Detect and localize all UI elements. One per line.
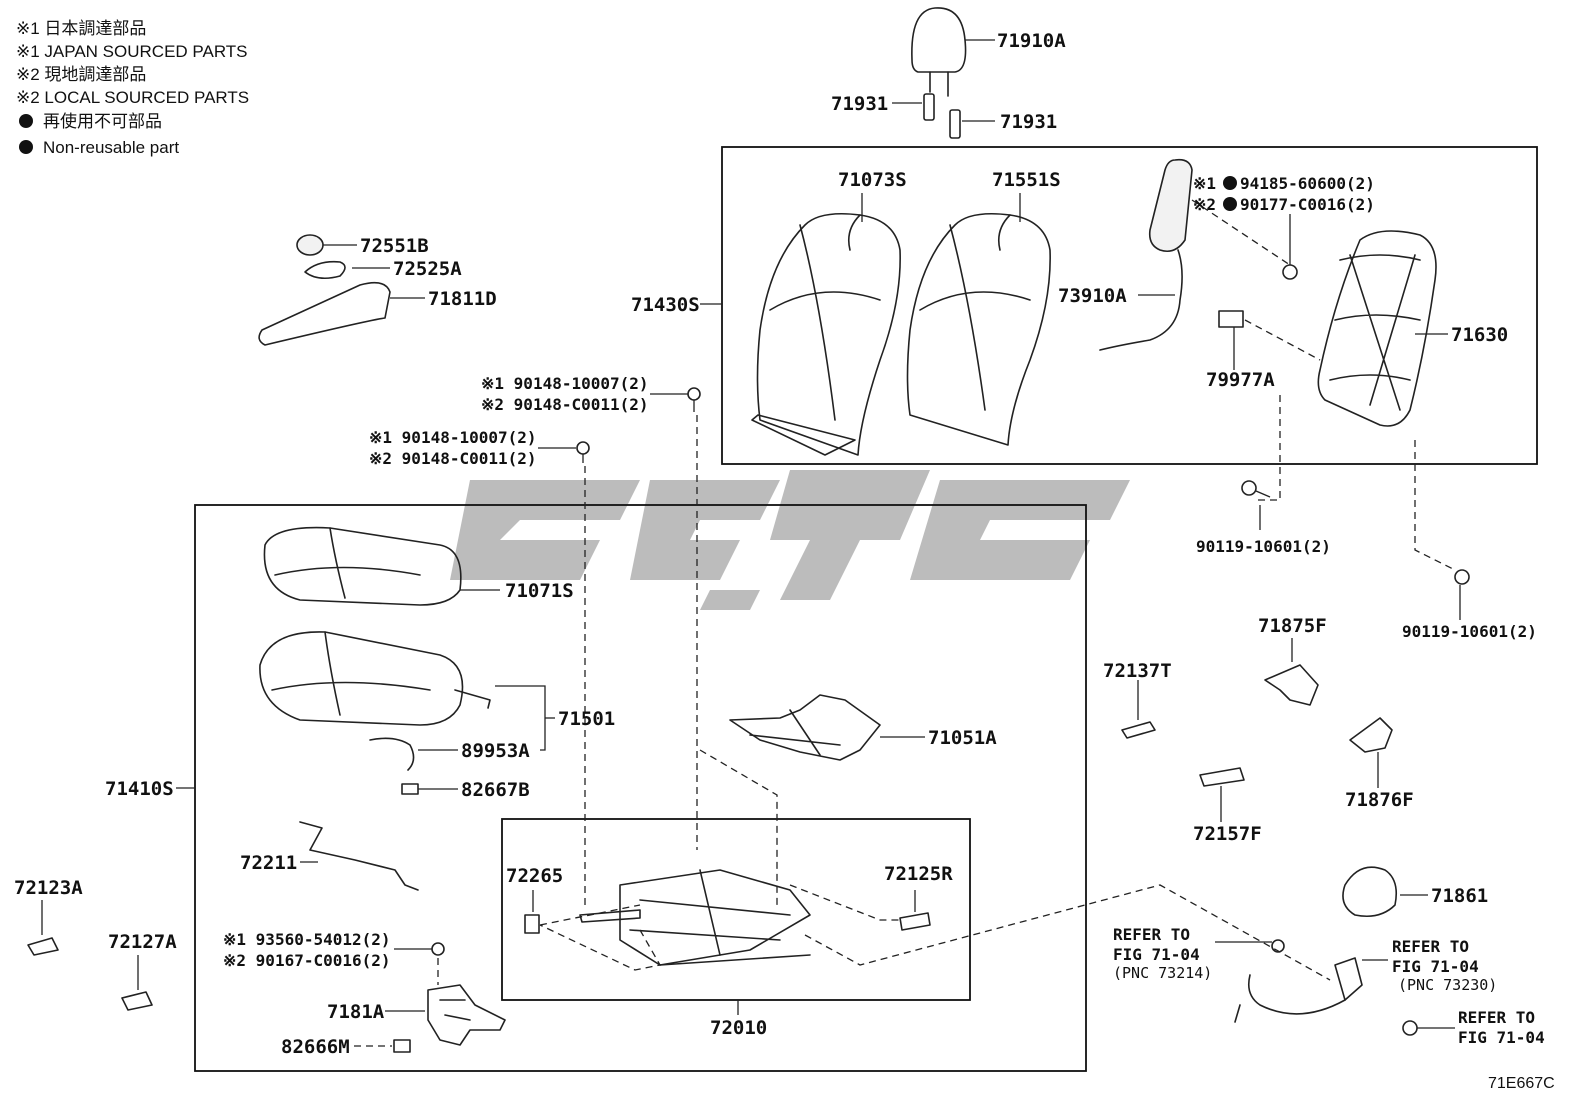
part-label-71630: 71630	[1451, 324, 1508, 346]
part-label-73910A: 73910A	[1058, 285, 1127, 307]
wire-clip-part: 82667B	[401, 779, 530, 801]
cushion-screw-callouts: ※1 90148-10007(2) ※2 90148-C0011(2) ※1 9…	[369, 374, 701, 905]
part-label-72265: 72265	[506, 865, 563, 887]
seatback-cover-part: 71073S	[751, 169, 907, 456]
part-label-79977A: 79977A	[1206, 369, 1275, 391]
part-label-72157F: 72157F	[1193, 823, 1262, 845]
part-label-71410S: 71410S	[105, 778, 174, 800]
part-label-90148-a1: ※1 90148-10007(2)	[481, 374, 649, 393]
part-label-89953A: 89953A	[461, 740, 530, 762]
part-label-71876F: 71876F	[1345, 789, 1414, 811]
part-label-71931-left: 71931	[831, 93, 888, 115]
part-label-90167: ※2 90167-C0016(2)	[223, 951, 391, 970]
part-label-7181A: 7181A	[327, 1001, 385, 1023]
label-tag-part: 79977A	[1206, 310, 1281, 501]
part-label-72127A: 72127A	[108, 931, 177, 953]
part-label-71051A: 71051A	[928, 727, 997, 749]
part-label-93560: ※1 93560-54012(2)	[223, 930, 391, 949]
part-label-82666M: 82666M	[281, 1036, 350, 1058]
part-label-72010: 72010	[710, 1017, 767, 1039]
connector-clip-part: 82666M	[281, 1036, 411, 1058]
ref-label-2b: FIG 71-04	[1392, 957, 1479, 976]
seat-cushion-pad-part: 71501	[259, 631, 615, 751]
recliner-cover-71861-part: 71861	[1342, 866, 1488, 918]
recliner-bolt-callouts: ※1 93560-54012(2) ※2 90167-C0016(2)	[223, 930, 445, 985]
part-label-72551B: 72551B	[360, 235, 429, 257]
shield-71876F-part: 71876F	[1345, 717, 1414, 811]
part-label-90177-prefix: ※2	[1193, 195, 1216, 214]
shield-71875F-part: 71875F	[1258, 615, 1327, 706]
trim-clip-72137T-part: 72137T	[1103, 660, 1172, 739]
legend: ※1 日本調達部品 ※1 JAPAN SOURCED PARTS ※2 現地調達…	[16, 19, 249, 157]
part-label-90148-b1: ※1 90148-10007(2)	[369, 428, 537, 447]
part-label-71501: 71501	[558, 708, 615, 730]
clip-72157F-part: 72157F	[1193, 767, 1262, 845]
legend-local-en: ※2 LOCAL SOURCED PARTS	[16, 88, 249, 107]
part-label-82667B: 82667B	[461, 779, 530, 801]
part-label-72123A: 72123A	[14, 877, 83, 899]
legend-nonreusable-jp: 再使用不可部品	[43, 111, 162, 131]
part-label-72125R: 72125R	[884, 863, 953, 885]
headrest-guide-part: 71931 71931	[831, 93, 1057, 139]
ref-label-1b: FIG 71-04	[1113, 945, 1200, 964]
part-label-71861: 71861	[1431, 885, 1488, 907]
headrest-part: 71910A	[911, 7, 1066, 97]
non-reusable-dot-icon	[1223, 197, 1237, 211]
ref-label-3b: FIG 71-04	[1458, 1028, 1545, 1047]
track-cover-left-part: 72265	[506, 865, 563, 934]
reference-callouts: REFER TO FIG 71-04 (PNC 73214) REFER TO …	[1113, 925, 1545, 1047]
seat-track-box	[501, 818, 971, 1001]
left-clip-part: 72123A 72127A	[14, 877, 177, 1011]
ref-label-1c: (PNC 73214)	[1113, 964, 1212, 982]
side-airbag-part: 73910A	[1058, 158, 1291, 351]
seat-adjuster-part: 71051A	[699, 694, 997, 905]
part-label-71931-right: 71931	[1000, 111, 1057, 133]
seatback-assembly-box	[721, 146, 1538, 465]
legend-local-jp: ※2 現地調達部品	[16, 65, 146, 84]
airbag-nut-callouts: ※1 94185-60600(2) ※2 90177-C0016(2)	[1193, 174, 1375, 280]
part-label-90177-C0016: 90177-C0016(2)	[1240, 195, 1375, 214]
part-label-71811D: 71811D	[428, 288, 497, 310]
seat-track-part: 72010	[539, 869, 1331, 1039]
ref-label-3a: REFER TO	[1458, 1008, 1535, 1027]
part-label-90148-b2: ※2 90148-C0011(2)	[369, 449, 537, 468]
part-label-90119-10601-a: 90119-10601(2)	[1196, 537, 1331, 556]
seat-cushion-assembly-box	[194, 504, 1087, 1072]
part-label-94185-60600: 94185-60600(2)	[1240, 174, 1375, 193]
track-cover-right-part: 72125R	[884, 863, 953, 931]
seat-belt-buckle-part	[1215, 939, 1455, 1036]
non-reusable-dot-icon	[1223, 176, 1237, 190]
seat-sensor-part: 89953A	[369, 737, 530, 771]
recliner-bracket-part: 7181A	[327, 984, 506, 1046]
legend-japan-jp: ※1 日本調達部品	[16, 19, 146, 38]
part-label-72137T: 72137T	[1103, 660, 1172, 682]
ref-label-1a: REFER TO	[1113, 925, 1190, 944]
part-label-90119-10601-b: 90119-10601(2)	[1402, 622, 1537, 641]
non-reusable-dot-icon	[19, 114, 33, 128]
ref-label-2c: (PNC 73230)	[1398, 976, 1497, 994]
seatback-frame-part: 71630	[1244, 230, 1508, 571]
legend-japan-en: ※1 JAPAN SOURCED PARTS	[16, 42, 248, 61]
part-label-72211: 72211	[240, 852, 297, 874]
seatback-pad-part: 71551S	[906, 169, 1061, 446]
part-label-71073S: 71073S	[838, 169, 907, 191]
legend-nonreusable-en: Non-reusable part	[43, 138, 179, 157]
part-label-71071S: 71071S	[505, 580, 574, 602]
seatback-bolt-part: 90119-10601(2) 90119-10601(2)	[1196, 480, 1537, 641]
figure-code: 71E667C	[1488, 1075, 1555, 1092]
part-label-71910A: 71910A	[997, 30, 1066, 52]
recliner-cover-parts: 72551B 72525A 71811D	[258, 234, 497, 346]
part-label-94185-prefix: ※1	[1193, 174, 1216, 193]
part-label-90148-a2: ※2 90148-C0011(2)	[481, 395, 649, 414]
seat-rod-part: 72211	[240, 821, 419, 891]
part-label-71875F: 71875F	[1258, 615, 1327, 637]
part-label-71551S: 71551S	[992, 169, 1061, 191]
non-reusable-dot-icon	[19, 140, 33, 154]
ref-label-2a: REFER TO	[1392, 937, 1469, 956]
seat-cushion-cover-part: 71071S	[263, 526, 574, 606]
part-label-71430S: 71430S	[631, 294, 700, 316]
part-label-72525A: 72525A	[393, 258, 462, 280]
